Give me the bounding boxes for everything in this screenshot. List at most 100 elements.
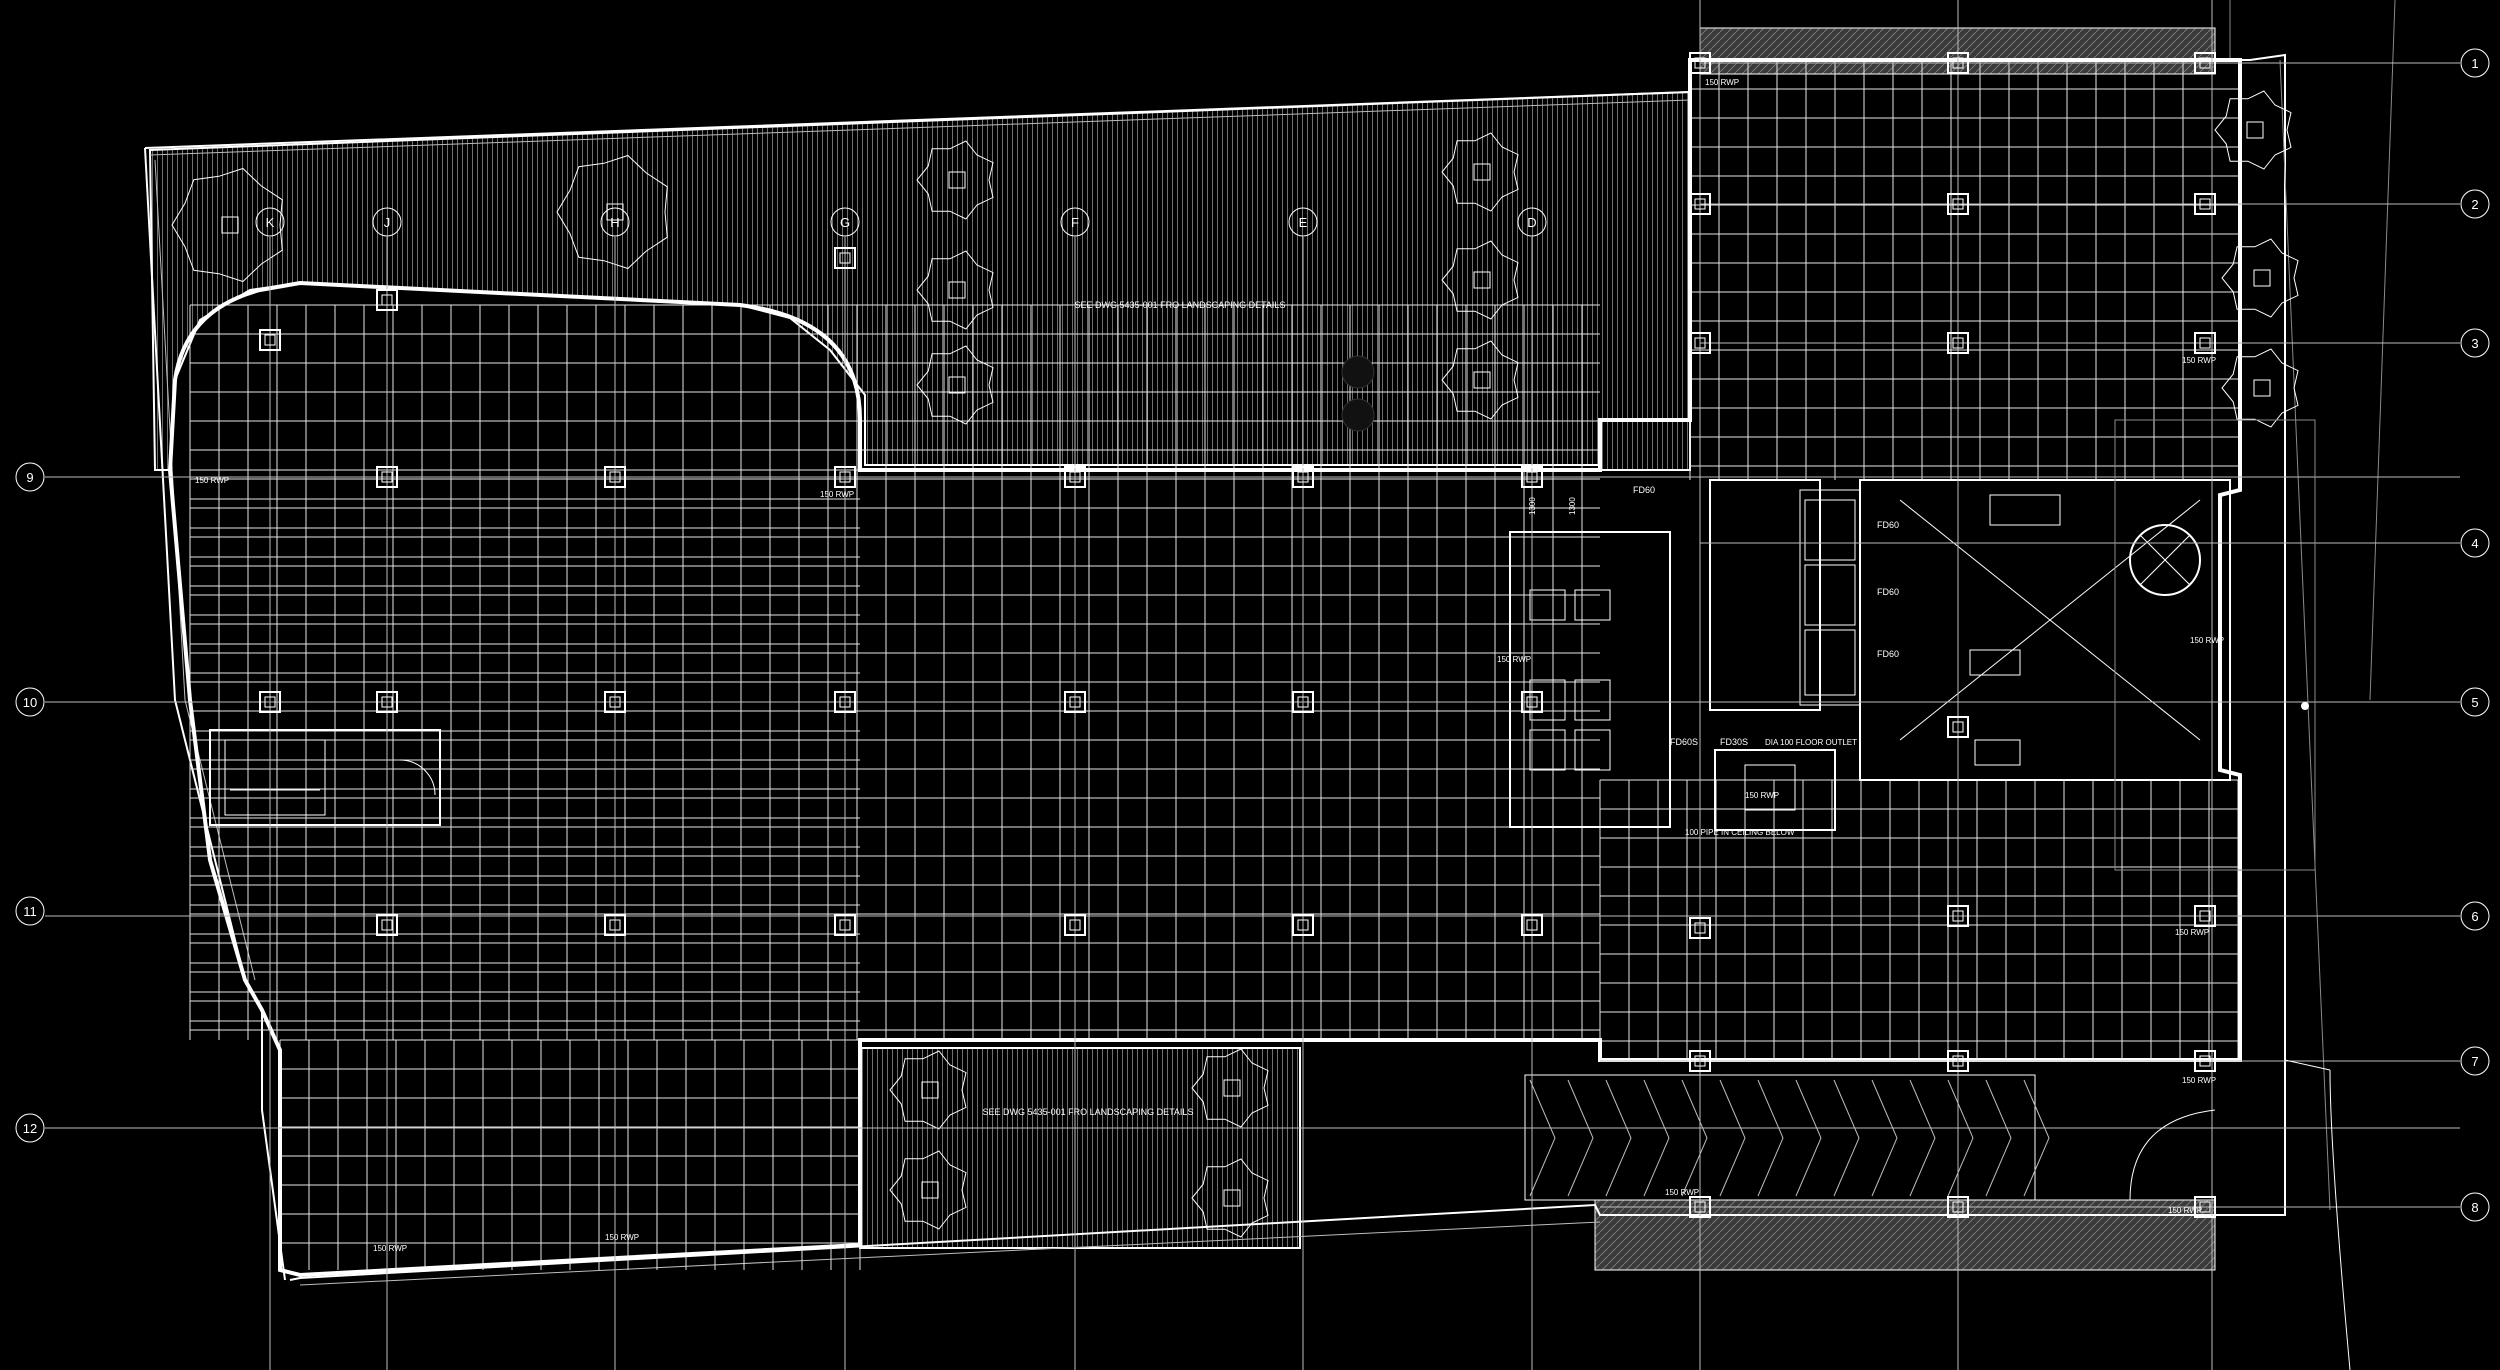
column: [834, 247, 856, 269]
column-core: [1069, 919, 1081, 931]
svg-text:10: 10: [23, 695, 37, 710]
grid-bubble-top-J: J: [372, 207, 402, 237]
grid-bubble-top-E: E: [1288, 207, 1318, 237]
ramp-chevron: [1795, 1079, 1822, 1197]
rwp-tag: 150 RWP: [1497, 655, 1531, 664]
column: [1689, 1050, 1711, 1072]
grid-bubble-left-10: 10: [15, 687, 45, 717]
column: [1689, 332, 1711, 354]
column: [2194, 193, 2216, 215]
column: [376, 466, 398, 488]
rwp-tag: 150 RWP: [195, 476, 229, 485]
column-core: [381, 696, 393, 708]
svg-text:G: G: [840, 215, 850, 230]
grid-bubble-right-6: 6: [2460, 901, 2490, 931]
tree-pit-icon: [2246, 121, 2264, 139]
tree-icon: [2221, 238, 2299, 318]
dimension-label: 1300: [1568, 497, 1577, 515]
column: [1064, 914, 1086, 936]
grid-bubble-top-K: K: [255, 207, 285, 237]
svg-text:F: F: [1071, 215, 1079, 230]
rwp-tag: 150 RWP: [2175, 928, 2209, 937]
column-core: [381, 471, 393, 483]
column: [834, 691, 856, 713]
landscaping-note-top: SEE DWG 5435-001 FRO LANDSCAPING DETAILS: [1075, 300, 1286, 310]
tree-icon: [556, 154, 668, 270]
grid-bubble-right-7: 7: [2460, 1046, 2490, 1076]
column-core: [1952, 1055, 1964, 1067]
tree-icon: [1191, 1158, 1269, 1238]
column: [604, 466, 626, 488]
dimension-label: 1300: [1528, 497, 1537, 515]
tree-icon: [2221, 348, 2299, 428]
fire-door-label: FD60: [1877, 520, 1899, 530]
column-core: [1694, 57, 1706, 69]
annotations: SEE DWG 5435-001 FRO LANDSCAPING DETAILS…: [195, 78, 2224, 1253]
grid-bubble-right-3: 3: [2460, 328, 2490, 358]
column-core: [2199, 1055, 2211, 1067]
tree-pit-icon: [948, 281, 966, 299]
floor-outlet-label: DIA 100 FLOOR OUTLET: [1765, 738, 1857, 747]
svg-text:D: D: [1527, 215, 1536, 230]
svg-text:3: 3: [2471, 336, 2478, 351]
tree-pit-icon: [948, 376, 966, 394]
column: [376, 914, 398, 936]
column-core: [1952, 198, 1964, 210]
grid-lines: [45, 0, 2460, 1370]
tree-icon: [916, 140, 994, 220]
grid-bubbles: K J H G F E D 1 2 3 4 5 6 7 8 9 10 11 12: [15, 48, 2490, 1222]
floor-tile-grid: [189, 59, 2240, 1270]
tree-icon: [1191, 1048, 1269, 1128]
building-core: [209, 479, 2231, 831]
column: [834, 466, 856, 488]
column: [1689, 52, 1711, 74]
column: [2194, 1196, 2216, 1218]
building-outline: [167, 58, 2242, 1278]
grid-bubble-top-H: H: [600, 207, 630, 237]
column-core: [2199, 198, 2211, 210]
svg-text:6: 6: [2471, 909, 2478, 924]
column-core: [1694, 1201, 1706, 1213]
column-core: [839, 471, 851, 483]
ramp-outline: [1524, 1074, 2036, 1201]
fire-door-label: FD60: [1877, 649, 1899, 659]
rwp-tag: 150 RWP: [2190, 636, 2224, 645]
tree-symbols: [171, 90, 2299, 1238]
column: [1689, 193, 1711, 215]
column: [2194, 332, 2216, 354]
ramp-chevron: [1871, 1079, 1898, 1197]
column: [1947, 716, 1969, 738]
tree-pit-icon: [948, 171, 966, 189]
tree-icon: [2214, 90, 2292, 170]
tree-pit-icon: [921, 1081, 939, 1099]
ramp-chevrons: [1524, 1074, 2050, 1201]
column: [1947, 1196, 1969, 1218]
grid-bubble-left-12: 12: [15, 1113, 45, 1143]
column: [1064, 466, 1086, 488]
column-core: [839, 252, 851, 264]
column-core: [1297, 696, 1309, 708]
column: [1521, 466, 1543, 488]
tree-icon: [889, 1150, 967, 1230]
landscape-beds: [148, 27, 2216, 1271]
rwp-tag: 150 RWP: [1665, 1188, 1699, 1197]
column: [834, 914, 856, 936]
tree-icon: [171, 167, 283, 283]
column-core: [381, 294, 393, 306]
rwp-tag: 150 RWP: [820, 490, 854, 499]
column: [376, 289, 398, 311]
column: [1292, 691, 1314, 713]
column-core: [1952, 337, 1964, 349]
tree-pit-icon: [921, 1181, 939, 1199]
ramp-chevron: [1605, 1079, 1632, 1197]
column: [2194, 905, 2216, 927]
column-core: [1694, 922, 1706, 934]
grid-bubble-right-2: 2: [2460, 189, 2490, 219]
rwp-tag: 150 RWP: [2182, 356, 2216, 365]
fire-door-label: FD30S: [1720, 737, 1748, 747]
grid-bubble-left-11: 11: [15, 896, 45, 926]
grid-bubble-right-5: 5: [2460, 687, 2490, 717]
column-core: [264, 334, 276, 346]
column: [1947, 332, 1969, 354]
